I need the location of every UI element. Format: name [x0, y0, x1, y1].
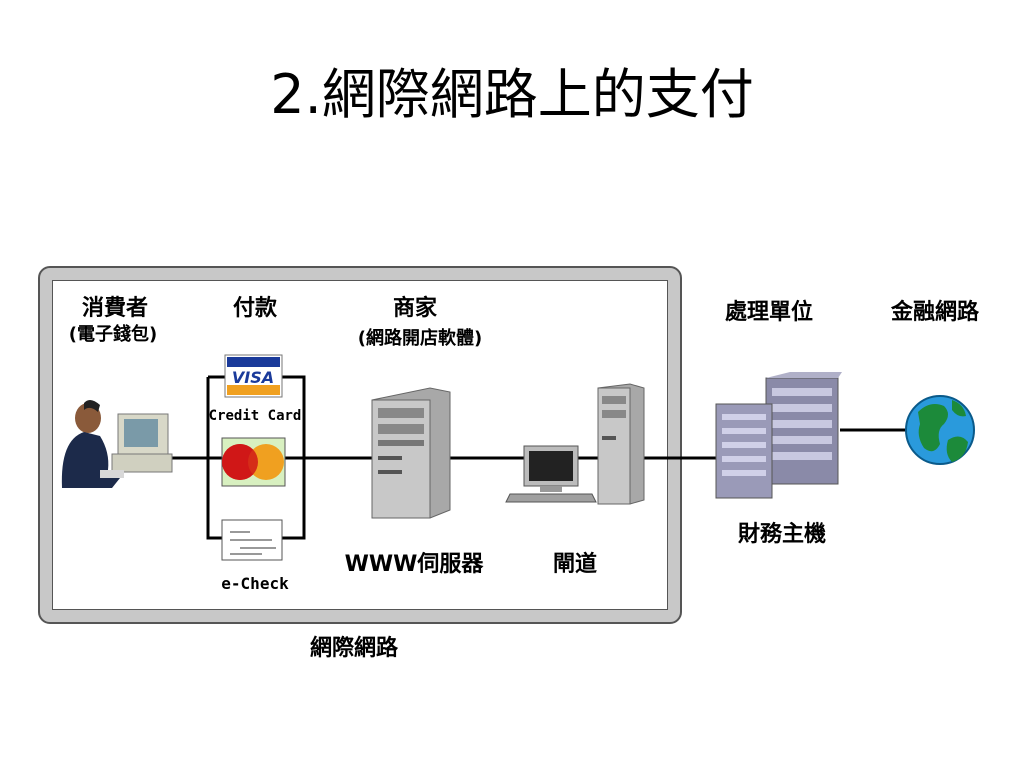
gateway-server-icon [597, 383, 645, 505]
consumer-person-icon [61, 399, 173, 488]
consumer-sub-label: (電子錢包) [68, 324, 158, 345]
page-title: 2.網際網路上的支付 [270, 63, 754, 126]
gateway-computer-icon [505, 445, 597, 503]
echeck-icon [221, 519, 283, 561]
processor-label: 處理單位 [724, 300, 813, 325]
echeck-label: e-Check [221, 574, 289, 593]
credit-card-label: Credit Card [208, 408, 302, 424]
internet-frame-label: 網際網路 [309, 636, 398, 661]
visa-logo-text: VISA [232, 368, 274, 387]
financial-host-icon [715, 372, 842, 499]
mastercard-icon [221, 437, 286, 487]
payment-label: 付款 [232, 296, 277, 321]
merchant-label: 商家 [392, 296, 437, 321]
www-server-icon [371, 387, 451, 519]
connection-lines [172, 375, 908, 540]
www-server-label: WWW伺服器 [344, 552, 484, 577]
financial-host-label: 財務主機 [737, 522, 826, 547]
globe-icon [905, 395, 975, 465]
gateway-label: 閘道 [552, 552, 597, 577]
merchant-sub-label: (網路開店軟體) [357, 328, 483, 349]
line-left-branch [206, 377, 228, 540]
financial-network-label: 金融網路 [890, 300, 979, 325]
consumer-label: 消費者 [81, 296, 148, 321]
internet-frame [38, 266, 682, 624]
visa-card-icon: VISA [224, 354, 283, 398]
